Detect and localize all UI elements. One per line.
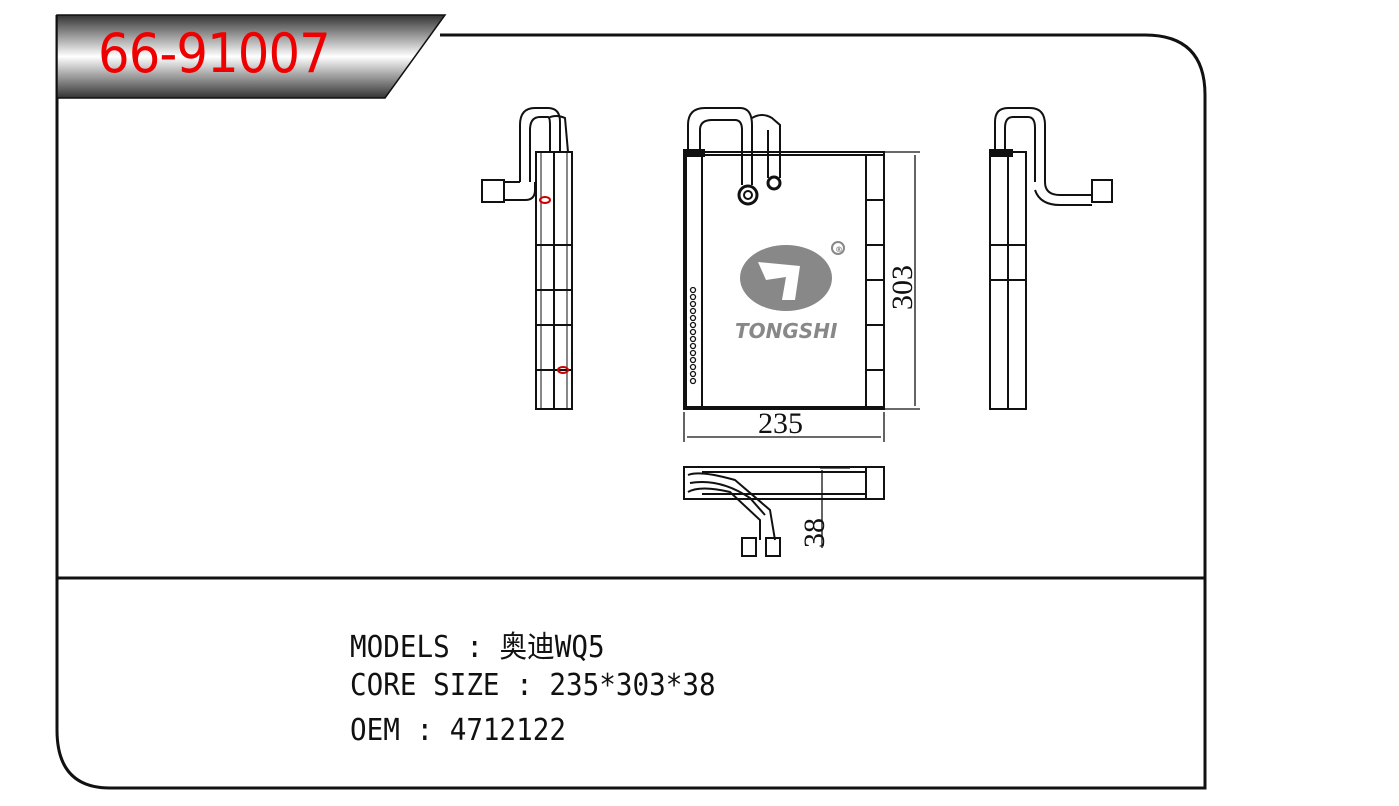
part-number: 66-91007 xyxy=(98,22,331,85)
side-view-left xyxy=(481,107,573,410)
width-dimension: 235 xyxy=(758,407,803,440)
side-view-right xyxy=(989,107,1113,410)
spec-models: MODELS : 奥迪WQ5 xyxy=(350,630,605,665)
svg-text:®: ® xyxy=(835,245,843,254)
tongshi-logo: ® TONGSHI xyxy=(735,241,845,343)
spec-core-size: CORE SIZE : 235*303*38 xyxy=(350,668,716,703)
sheet-border xyxy=(55,15,1207,790)
front-view xyxy=(683,107,885,410)
top-view xyxy=(683,466,885,557)
title-banner xyxy=(56,14,447,99)
dimension-lines xyxy=(683,151,920,548)
depth-dimension: 38 xyxy=(798,518,831,548)
spec-oem: OEM : 4712122 xyxy=(350,713,567,748)
height-dimension: 303 xyxy=(886,265,919,310)
tube-holes xyxy=(689,286,697,385)
svg-text:TONGSHI: TONGSHI xyxy=(735,319,838,343)
